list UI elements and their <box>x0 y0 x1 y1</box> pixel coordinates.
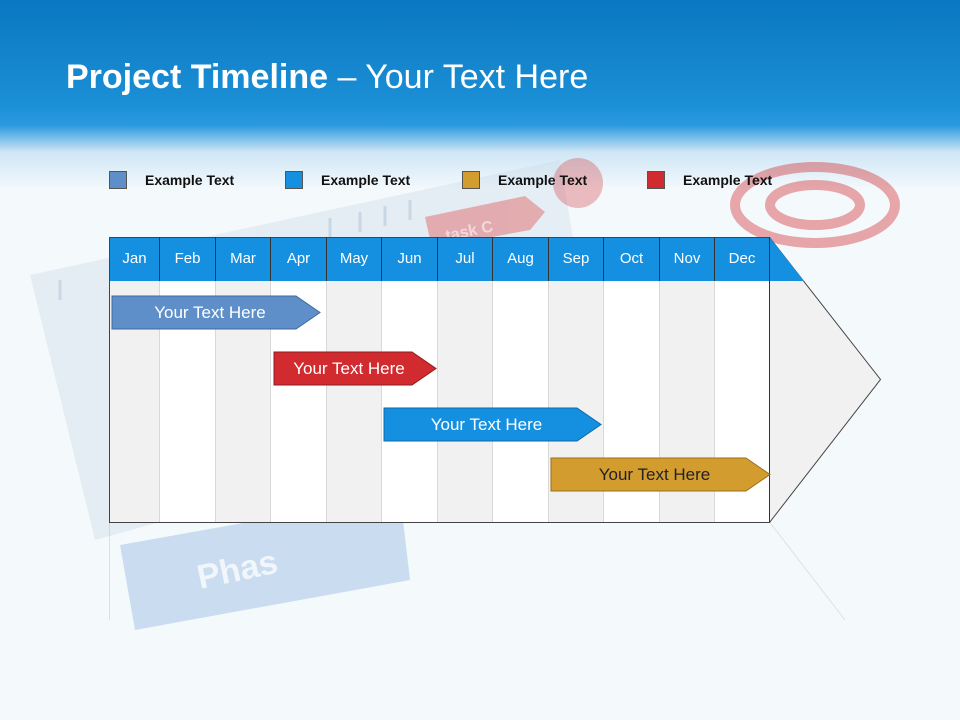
task-label: Your Text Here <box>598 465 711 484</box>
month-column <box>493 281 548 522</box>
title-bold: Project Timeline <box>66 58 329 96</box>
task-label: Your Text Here <box>430 415 543 434</box>
month-label-nov: Nov <box>673 250 701 267</box>
month-label-dec: Dec <box>728 250 756 267</box>
legend-item: Example Text <box>285 170 410 190</box>
month-header-band <box>110 238 804 281</box>
task-label: Your Text Here <box>293 359 405 378</box>
month-label-apr: Apr <box>286 250 311 267</box>
month-label-mar: Mar <box>230 250 256 267</box>
month-label-aug: Aug <box>507 250 534 267</box>
task-arrow-shape <box>111 295 321 330</box>
month-label-may: May <box>339 250 369 267</box>
legend-swatch <box>285 171 303 189</box>
legend-label: Example Text <box>683 172 773 188</box>
legend-swatch <box>647 171 665 189</box>
title-rest: – Your Text Here <box>328 58 589 96</box>
month-label-oct: Oct <box>619 250 644 267</box>
month-column <box>382 281 437 522</box>
month-label-jul: Jul <box>455 250 475 267</box>
task-arrow-shape <box>550 457 771 492</box>
month-label-jan: Jan <box>122 250 147 267</box>
page-title: Project Timeline – Your Text Here <box>66 58 588 97</box>
task-arrow-shape <box>383 407 602 442</box>
month-label-jun: Jun <box>397 250 422 267</box>
legend-swatch <box>109 171 127 189</box>
legend-label: Example Text <box>321 172 411 188</box>
month-label-feb: Feb <box>174 250 201 267</box>
header-band <box>0 0 960 190</box>
legend-label: Example Text <box>145 172 235 188</box>
month-label-sep: Sep <box>562 250 590 267</box>
legend-label: Example Text <box>498 172 588 188</box>
legend-item: Example Text <box>109 170 234 190</box>
legend-item: Example Text <box>647 170 772 190</box>
month-column <box>438 281 492 522</box>
legend-swatch <box>462 171 480 189</box>
task-label: Your Text Here <box>154 303 266 322</box>
month-column <box>327 281 381 522</box>
legend-item: Example Text <box>462 170 587 190</box>
task-arrow-shape <box>273 351 437 386</box>
